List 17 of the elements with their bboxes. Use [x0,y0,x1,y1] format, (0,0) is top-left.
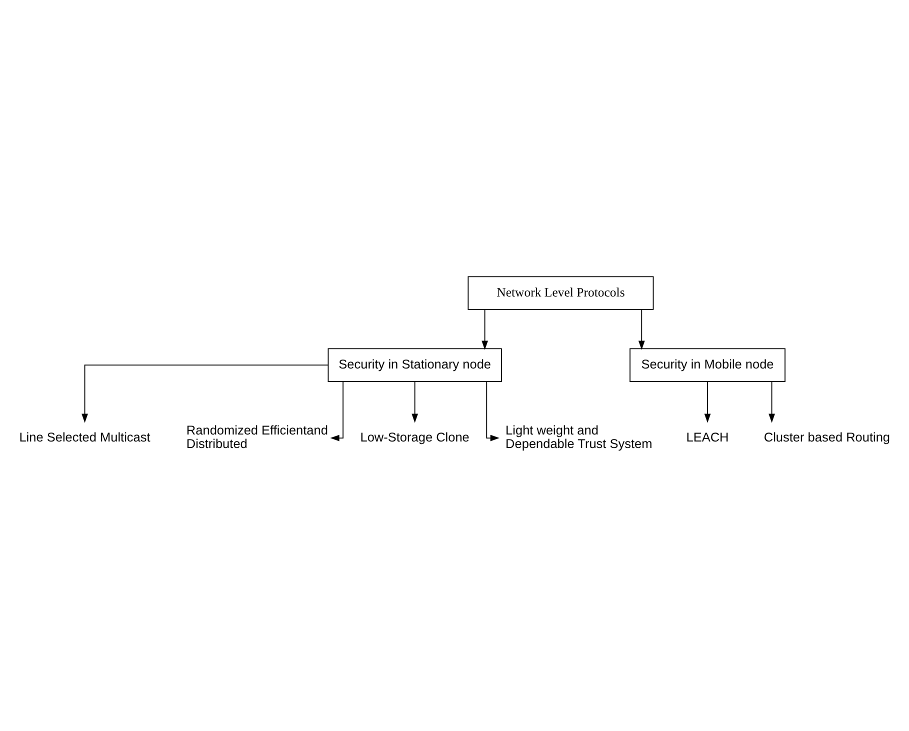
node-text: Cluster based Routing [764,428,890,444]
node-box: Security in Mobile node [630,348,786,382]
arrow [82,364,329,422]
arrow [486,380,500,441]
node-box: Network Level Protocols [468,276,654,310]
arrow [768,380,775,422]
node-box: Security in Stationary node [328,348,502,382]
arrow [482,308,488,350]
arrow [330,380,344,441]
arrow [412,380,418,422]
node-text: Randomized Efficientand Distributed [186,422,328,451]
node-text: LEACH [686,428,729,444]
arrow [638,308,645,350]
node-text: Low-Storage Clone [360,428,470,444]
arrow [704,380,711,422]
node-text: Line Selected Multicast [19,428,150,444]
node-text: Light weight and Dependable Trust System [506,422,652,451]
